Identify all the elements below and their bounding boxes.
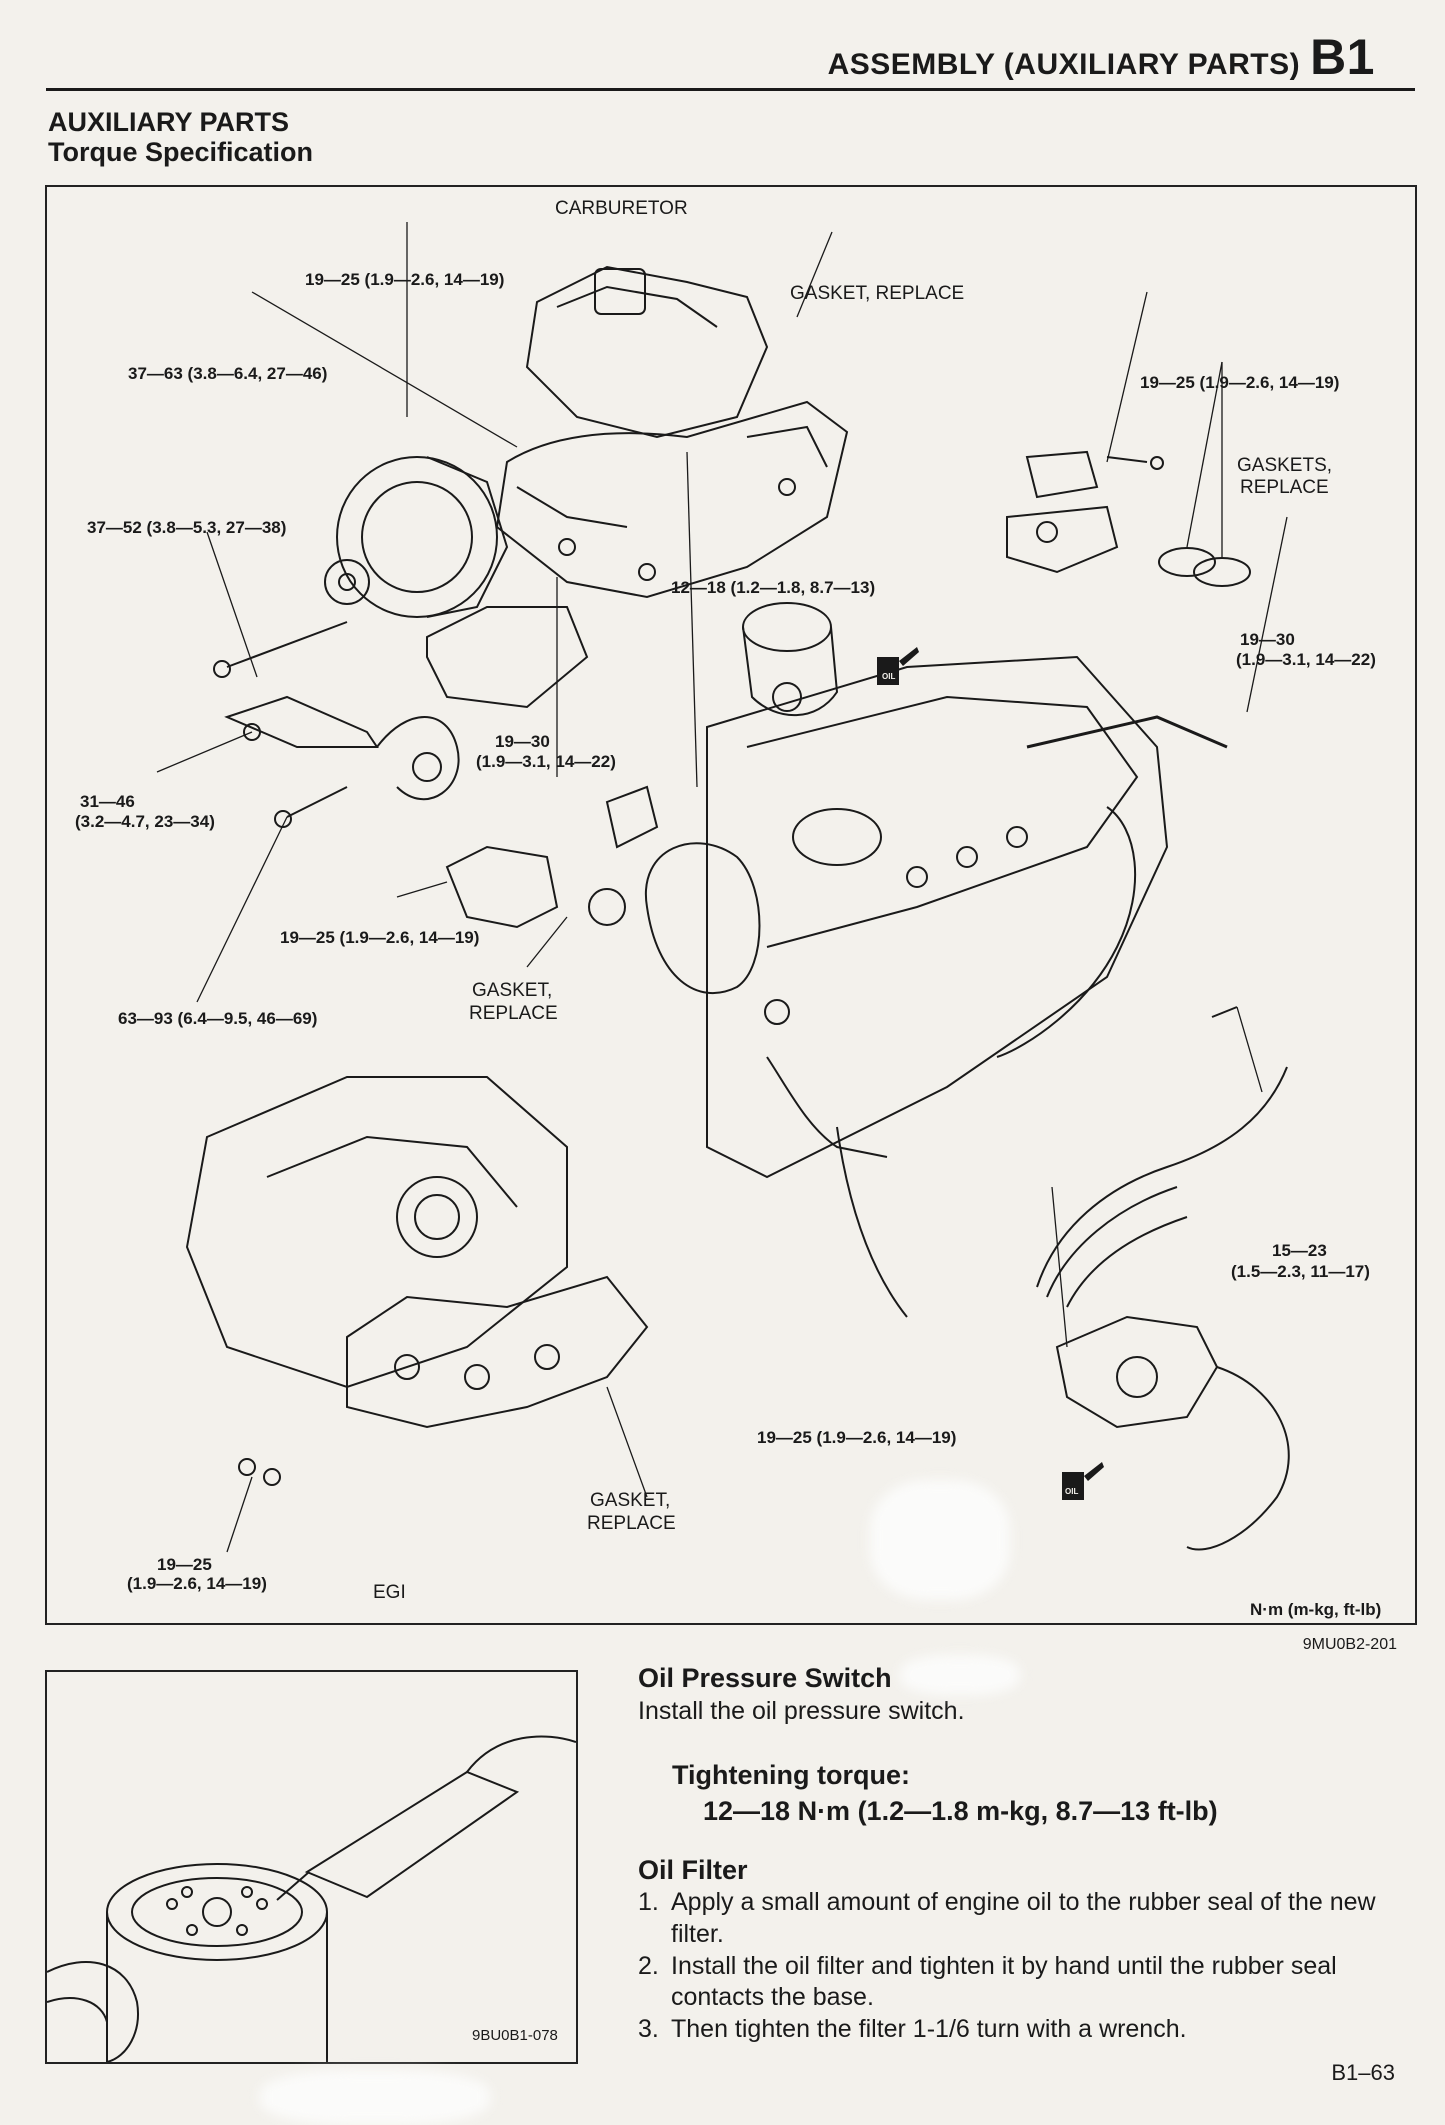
oil-pressure-switch-heading: Oil Pressure Switch xyxy=(638,1663,892,1693)
section-title: AUXILIARY PARTS xyxy=(48,107,290,137)
thermostat-torque: 19—25 (1.9—2.6, 14—19) xyxy=(280,928,480,947)
whiteout-mark xyxy=(870,1480,1010,1600)
step-text: Then tighten the filter 1-1/6 turn with … xyxy=(671,2015,1187,2043)
distributor-drawing xyxy=(1036,1006,1290,1551)
egi-drawing xyxy=(185,1076,649,1486)
spark-plug-torque-line1: 15—23 xyxy=(1272,1241,1327,1260)
bracket-torque-line1: 31—46 xyxy=(80,792,135,811)
tightening-torque-heading: Tightening torque: xyxy=(672,1760,910,1790)
step-text: Install the oil filter and tighten it by… xyxy=(671,1951,1337,2012)
engine-block-drawing xyxy=(644,655,1228,1179)
alternator-upper-torque: 37—63 (3.8—6.4, 27—46) xyxy=(128,364,328,383)
carb-nut-torque: 19—25 (1.9—2.6, 14—19) xyxy=(305,270,505,289)
gasket-replace-mid-line2: REPLACE xyxy=(469,1003,558,1024)
gasket-replace-bottom-line2: REPLACE xyxy=(587,1513,676,1534)
carburetor-drawing xyxy=(495,265,849,599)
header-divider xyxy=(46,88,1415,91)
center-bolt-torque-line2: (1.9—3.1, 14—22) xyxy=(476,752,616,771)
oil-filter-step-1: 1. Apply a small amount of engine oil to … xyxy=(638,1887,1408,1951)
egi-nut-torque-line1: 19—25 xyxy=(157,1555,212,1574)
inset-frame xyxy=(45,1670,578,2064)
whiteout-mark xyxy=(260,2070,490,2125)
alternator-lower-torque: 37—52 (3.8—5.3, 27—38) xyxy=(87,518,287,537)
oil-filter-step-2: 2. Install the oil filter and tighten it … xyxy=(638,1951,1408,2015)
gasket-replace-bottom-line1: GASKET, xyxy=(590,1490,671,1511)
oil-filter-inset-drawing xyxy=(106,1863,328,2062)
oil-pressure-switch-instruction: Install the oil pressure switch. xyxy=(638,1697,965,1725)
oil-can-icons xyxy=(877,647,1104,1500)
units-label: N·m (m-kg, ft-lb) xyxy=(1250,1600,1382,1619)
page-number: B1–63 xyxy=(1331,2060,1395,2085)
oil-filter-steps: 1. Apply a small amount of engine oil to … xyxy=(638,1887,1408,2046)
step-text: Apply a small amount of engine oil to th… xyxy=(671,1888,1376,1948)
pivot-bolt-torque: 63—93 (6.4—9.5, 46—69) xyxy=(118,1009,318,1028)
oil-bottle-drawing xyxy=(276,1735,576,1901)
center-bolt-torque-line1: 19—30 xyxy=(495,732,550,751)
oil-filter-drawing xyxy=(742,602,839,717)
carburetor-label: CARBURETOR xyxy=(555,198,688,219)
right-bolt-torque-line2: (1.9—3.1, 14—22) xyxy=(1236,650,1376,669)
bracket-torque-line2: (3.2—4.7, 23—34) xyxy=(75,812,215,831)
distributor-torque: 19—25 (1.9—2.6, 14—19) xyxy=(757,1428,957,1447)
bracket-drawing xyxy=(224,695,460,828)
whiteout-mark xyxy=(900,1655,1020,1695)
diagram-frame xyxy=(45,185,1417,1625)
section-code: B1 xyxy=(1310,29,1375,85)
oil-can-label-bottom: OIL xyxy=(1065,1487,1079,1496)
step-number: 3. xyxy=(638,2015,659,2043)
inset-code: 9BU0B1-078 xyxy=(472,2027,558,2044)
egi-nut-torque-line2: (1.9—2.6, 14—19) xyxy=(127,1574,267,1593)
diagram-code: 9MU0B2-201 xyxy=(1302,1636,1397,1653)
spark-plug-torque-line2: (1.5—2.3, 11—17) xyxy=(1231,1262,1370,1281)
engine-auxiliary-parts-diagram xyxy=(156,222,1290,1553)
oil-filter-heading: Oil Filter xyxy=(638,1855,748,1885)
oil-switch-torque: 12—18 (1.2—1.8, 8.7—13) xyxy=(671,578,876,597)
section-heading: AUXILIARY PARTS Torque Specification xyxy=(48,107,314,167)
gaskets-replace-line2: REPLACE xyxy=(1240,477,1329,498)
hand-drawing xyxy=(47,1961,139,2062)
step-number: 1. xyxy=(638,1888,659,1916)
right-bolt-torque-line1: 19—30 xyxy=(1240,630,1295,649)
fuel-pump-drawing xyxy=(1006,450,1251,587)
gasket-replace-mid-line1: GASKET, xyxy=(472,980,553,1001)
header-title: ASSEMBLY (AUXILIARY PARTS) xyxy=(827,48,1301,81)
gaskets-replace-line1: GASKETS, xyxy=(1237,455,1333,476)
thermostat-housing-drawing xyxy=(445,785,908,1318)
egi-label: EGI xyxy=(373,1582,406,1603)
oil-filter-step-3: 3. Then tighten the filter 1-1/6 turn wit… xyxy=(638,2014,1408,2046)
gasket-replace-top: GASKET, REPLACE xyxy=(790,283,965,304)
page-header: ASSEMBLY (AUXILIARY PARTS) B1 xyxy=(828,28,1375,86)
oil-can-label-top: OIL xyxy=(882,672,896,681)
tightening-torque-value: 12—18 N·m (1.2—1.8 m-kg, 8.7—13 ft-lb) xyxy=(703,1796,1218,1826)
step-number: 2. xyxy=(638,1951,659,1980)
alternator-drawing xyxy=(213,456,589,709)
section-subtitle: Torque Specification xyxy=(48,136,314,167)
oil-filter-inset-illustration xyxy=(47,1735,576,2062)
leader-lines xyxy=(156,222,1288,1553)
fuel-pump-torque: 19—25 (1.9—2.6, 14—19) xyxy=(1140,373,1340,392)
